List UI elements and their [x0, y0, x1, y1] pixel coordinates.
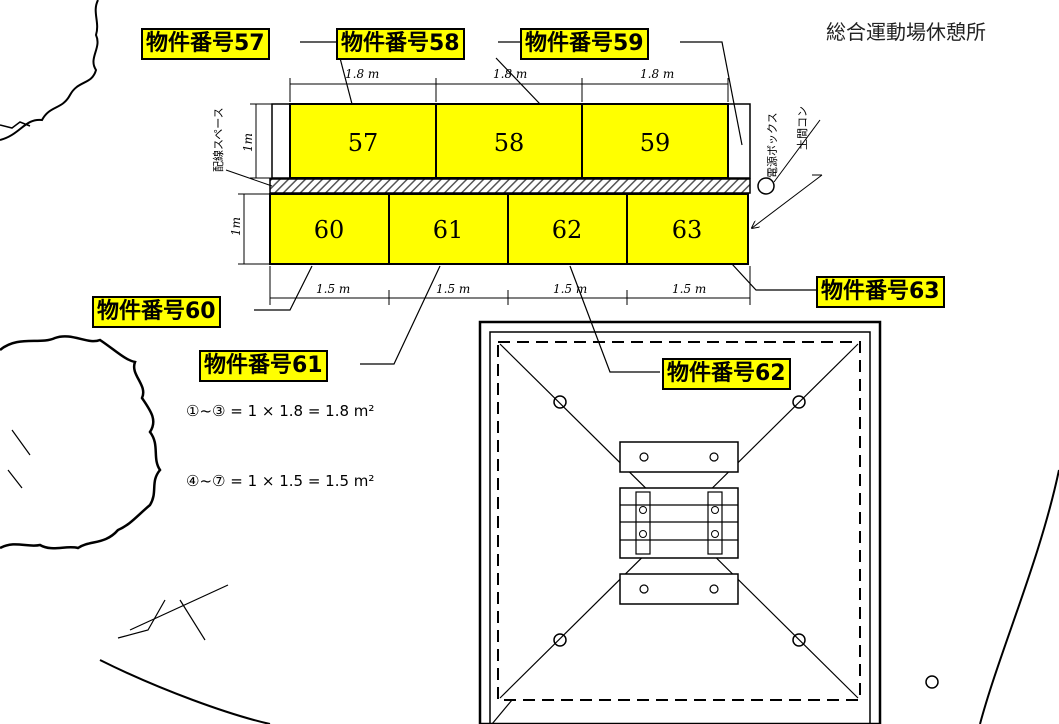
dimension-label-top-3: 1.8 m: [640, 67, 674, 81]
pillar-circle: [792, 395, 806, 409]
hatched-walkway: [269, 178, 751, 194]
site-title: 総合運動場休憩所: [826, 20, 986, 44]
pillar-circle: [553, 633, 567, 647]
callout-lot-58: 物件番号58: [336, 28, 465, 60]
lot-61-cell: [388, 193, 509, 265]
dimension-label-bottom-4: 1.5 m: [672, 282, 706, 296]
bench-top: [619, 441, 739, 473]
wiring-space-label: 配線スペース: [211, 107, 225, 172]
bench-bolt: [639, 584, 649, 594]
boundary-curve-left: [99, 659, 271, 724]
tree-canopy-middle: [0, 335, 162, 550]
lot-62-cell: [507, 193, 628, 265]
leader-line-59: [680, 41, 743, 146]
bench-bolt: [711, 506, 719, 514]
height-label-bottom: 1m: [229, 217, 243, 236]
lot-63-cell: [626, 193, 749, 265]
table-leg-left: [635, 491, 651, 555]
bench-bolt: [639, 530, 647, 538]
pillar-circle: [792, 633, 806, 647]
leader-line-63: [731, 263, 816, 291]
callout-lot-59: 物件番号59: [520, 28, 649, 60]
dimension-label-top-1: 1.8 m: [345, 67, 379, 81]
bottom-arrow: [491, 699, 513, 724]
dimension-label-bottom-2: 1.5 m: [436, 282, 470, 296]
leader-line-61: [360, 265, 441, 365]
hand-line-3: [179, 599, 206, 641]
bench-bolt: [709, 584, 719, 594]
bench-bottom: [619, 573, 739, 605]
lot-62-number: 62: [552, 216, 583, 244]
rest-area-inner: [489, 331, 871, 724]
hand-line-2: [129, 584, 229, 631]
lot-57-cell: [289, 103, 437, 179]
tree-canopy-top-inner: [0, 121, 31, 129]
power-box-cell: [727, 103, 751, 179]
leader-line-57: [339, 57, 353, 105]
dimension-label-bottom-1: 1.5 m: [316, 282, 350, 296]
tree-canopy-top: [0, 0, 99, 141]
power-box-leader: [773, 119, 821, 183]
bench-bolt: [639, 506, 647, 514]
rest-area-outer: [478, 320, 882, 724]
callout-lot-63: 物件番号63: [816, 276, 945, 308]
lot-57-number: 57: [348, 129, 379, 157]
leader-line-62: [569, 265, 660, 373]
callout-lot-62: 物件番号62: [662, 358, 791, 390]
power-box-label: 電源ボックス: [765, 112, 779, 178]
pillar-circle: [553, 395, 567, 409]
callout-lot-61: 物件番号61: [199, 350, 328, 382]
table-leg-right: [707, 491, 723, 555]
roof-outline-dashed: [497, 341, 861, 701]
area-formula-top-row: ①~③ = 1 × 1.8 = 1.8 m²: [186, 402, 374, 420]
wiring-space-strip: [271, 103, 291, 179]
lot-63-number: 63: [672, 216, 703, 244]
lot-59-cell: [581, 103, 729, 179]
power-box-circle: [757, 177, 775, 195]
lot-59-number: 59: [640, 129, 671, 157]
lot-61-number: 61: [433, 216, 464, 244]
tree-inner-stroke: [7, 429, 31, 489]
bench-bolt: [709, 452, 719, 462]
height-label-top: 1m: [241, 133, 255, 152]
lot-60-number: 60: [314, 216, 345, 244]
wiring-space-leader: [225, 169, 273, 187]
marker-circle-right: [925, 675, 939, 689]
dimension-label-top-2: 1.8 m: [493, 67, 527, 81]
table-outline: [619, 487, 739, 559]
lot-58-cell: [435, 103, 583, 179]
dimension-label-bottom-3: 1.5 m: [553, 282, 587, 296]
callout-lot-57: 物件番号57: [141, 28, 270, 60]
leader-line-60: [254, 265, 313, 311]
hand-line-1: [117, 599, 166, 639]
bench-bolt: [639, 452, 649, 462]
lot-58-number: 58: [494, 129, 525, 157]
callout-lot-60: 物件番号60: [92, 296, 221, 328]
bench-bolt: [711, 530, 719, 538]
leader-line-58: [495, 57, 541, 105]
boundary-curve-right: [979, 469, 1059, 724]
ground-pole-leader: [752, 174, 823, 228]
area-formula-bottom-row: ④~⑦ = 1 × 1.5 = 1.5 m²: [186, 472, 374, 490]
